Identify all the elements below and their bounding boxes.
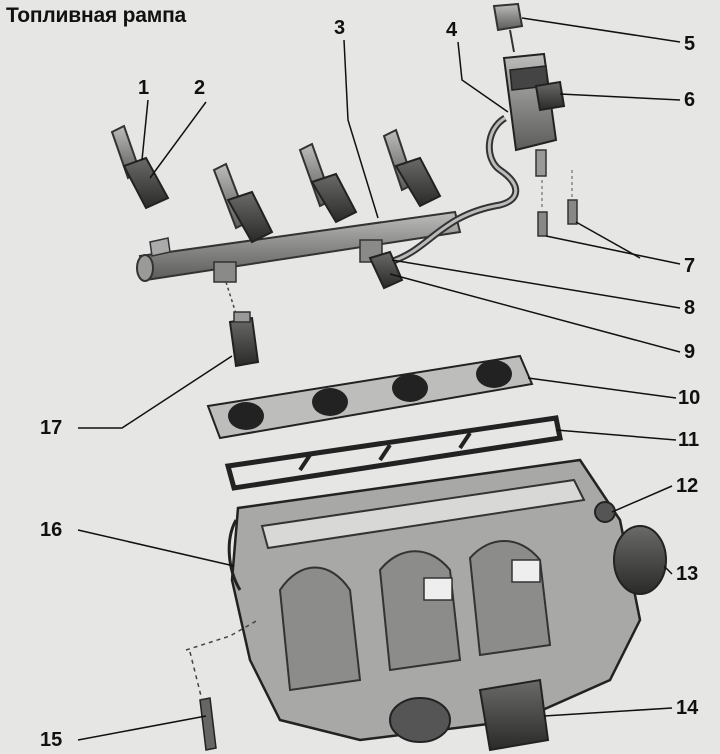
callout-6: 6 — [684, 89, 696, 111]
callout-10: 10 — [678, 387, 701, 409]
intake-insert — [206, 354, 534, 440]
callout-5: 5 — [684, 33, 696, 55]
rail-connector — [368, 250, 404, 290]
callout-7: 7 — [684, 255, 696, 277]
callout-8: 8 — [684, 297, 696, 319]
callout-12: 12 — [676, 475, 699, 497]
intake-manifold — [227, 458, 642, 742]
pressure-regulator — [492, 2, 566, 177]
bolts — [537, 170, 578, 237]
callout-1: 1 — [138, 77, 150, 99]
injector-rail-2 — [298, 142, 358, 224]
callout-14: 14 — [676, 697, 699, 719]
injector-rail-1 — [212, 162, 274, 244]
callout-3: 3 — [334, 17, 346, 39]
callout-15: 15 — [40, 729, 63, 751]
injector-rail-3 — [382, 128, 442, 208]
fuel-rail — [136, 210, 462, 283]
callout-16: 16 — [40, 519, 63, 541]
gasket — [224, 415, 563, 491]
callout-17: 17 — [40, 417, 63, 439]
callout-11: 11 — [678, 429, 700, 451]
callout-4: 4 — [446, 19, 458, 41]
injector-removed — [110, 124, 170, 210]
callout-13: 13 — [676, 563, 699, 585]
throttle-body — [594, 501, 667, 595]
diagram-title: Топливная рампа — [6, 4, 187, 27]
bolt-15 — [185, 619, 259, 751]
part-14 — [389, 678, 550, 752]
leader-lines — [77, 17, 681, 741]
sensor-17 — [225, 281, 260, 368]
callout-9: 9 — [684, 341, 696, 363]
callout-2: 2 — [194, 77, 206, 99]
